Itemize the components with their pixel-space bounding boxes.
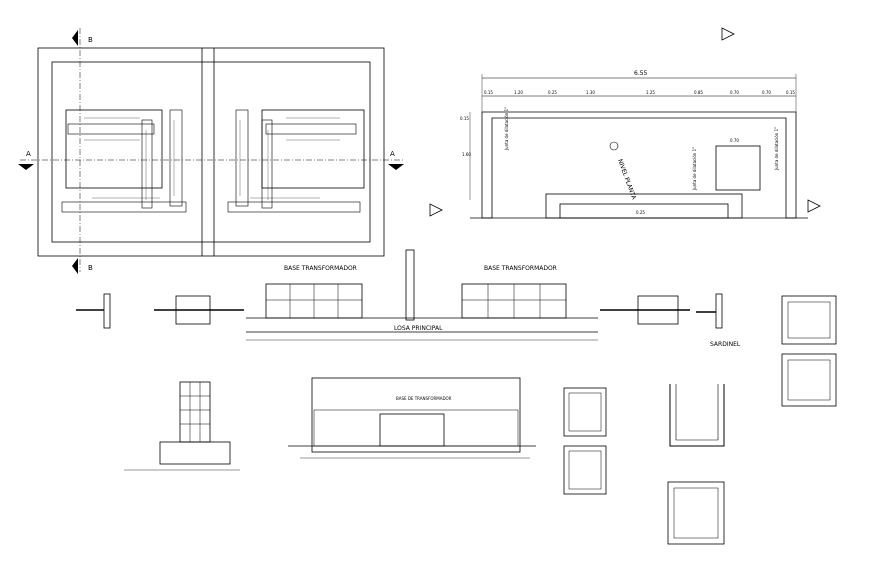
plan-view [20,28,404,272]
section-mark-a-right: A [390,150,395,158]
dim-height: 1.60 [462,152,471,157]
dim-seg: 1.20 [514,90,523,95]
arrow-icon [72,30,78,46]
dim-seg: 0.15 [786,90,795,95]
section-mark-b-top: B [88,36,93,44]
section-aa-dimensions: 6.55 0.15 1.20 0.25 1.30 1.25 0.85 0.70 … [460,70,795,215]
callout-base-transformador: BASE TRANSFORMADOR [484,265,557,272]
bottom-labels: BASE DE TRANSFORMADOR [396,396,452,401]
arrow-icon [807,199,821,213]
callout-sardinel: SARDINEL [710,341,741,348]
section-bb [76,249,723,341]
dim-seg: 0.85 [694,90,703,95]
dim-inner: 0.70 [730,138,739,143]
joint-note: Junta de dilatación 1" [504,107,509,151]
callout-losa-principal: LOSA PRINCIPAL [394,325,443,332]
section-bb-labels: BASE TRANSFORMADOR BASE TRANSFORMADOR LO… [284,265,741,348]
dim-seg: 0.25 [548,90,557,95]
dim-height: 0.15 [460,116,469,121]
joint-note: Junta de dilatación 1" [692,147,697,191]
arrow-icon [72,258,78,274]
joint-note: Junta de dilatación 1" [774,127,779,171]
dim-seg: 0.70 [730,90,739,95]
dim-seg: 1.25 [646,90,655,95]
section-aa [469,74,808,219]
arrow-icon [721,27,735,41]
arrow-icon [429,203,443,217]
arrow-icon [388,164,404,170]
callout-base-transformador: BASE TRANSFORMADOR [284,265,357,272]
overall-width: 6.55 [634,70,648,77]
level-note: NIVEL PLANTA [616,158,637,201]
right-details [781,295,837,407]
dim-seg: 1.30 [586,90,595,95]
detail-title: BASE DE TRANSFORMADOR [396,396,452,401]
dim-inner: 0.25 [636,210,645,215]
dim-seg: 0.15 [484,90,493,95]
bottom-details [124,377,725,545]
section-markers: A A B B [18,27,821,274]
section-mark-a-left: A [26,150,31,158]
section-mark-b-bottom: B [88,264,93,272]
dim-seg: 0.70 [762,90,771,95]
arrow-icon [18,164,34,170]
